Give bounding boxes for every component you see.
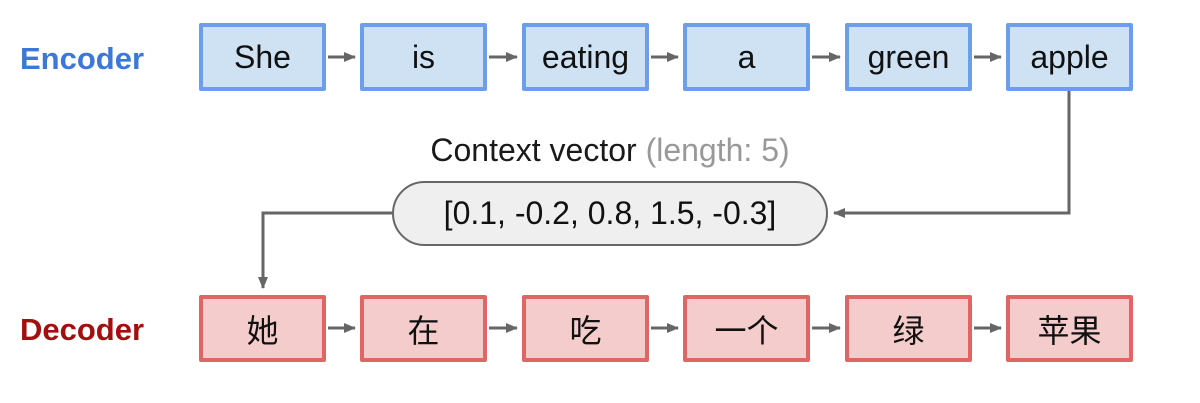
encoder-token-box-eating: eating [522,23,649,91]
decoder-token-box-4: 一个 [683,295,810,362]
decoder-token-box-3: 吃 [522,295,649,362]
decoder-label: Decoder [20,312,145,347]
encoder-token-box-is: is [360,23,487,91]
decoder-token-box-1: 她 [199,295,326,362]
context-vector-pill: [0.1, -0.2, 0.8, 1.5, -0.3] [392,181,828,246]
context-vector-title: Context vector (length: 5) [310,132,910,169]
decoder-token-box-6: 苹果 [1006,295,1133,362]
encoder-label: Encoder [20,41,145,76]
encoder-token-box-apple: apple [1006,23,1133,91]
context-to-decoder-arrow [258,211,392,289]
context-vector-title-main: Context vector [430,132,637,168]
encoder-token-box-she: She [199,23,326,91]
encoder-token-box-a: a [683,23,810,91]
decoder-token-box-5: 绿 [845,295,972,362]
encoder-token-box-green: green [845,23,972,91]
decoder-token-box-2: 在 [360,295,487,362]
context-vector-length-note: (length: 5) [645,132,790,168]
